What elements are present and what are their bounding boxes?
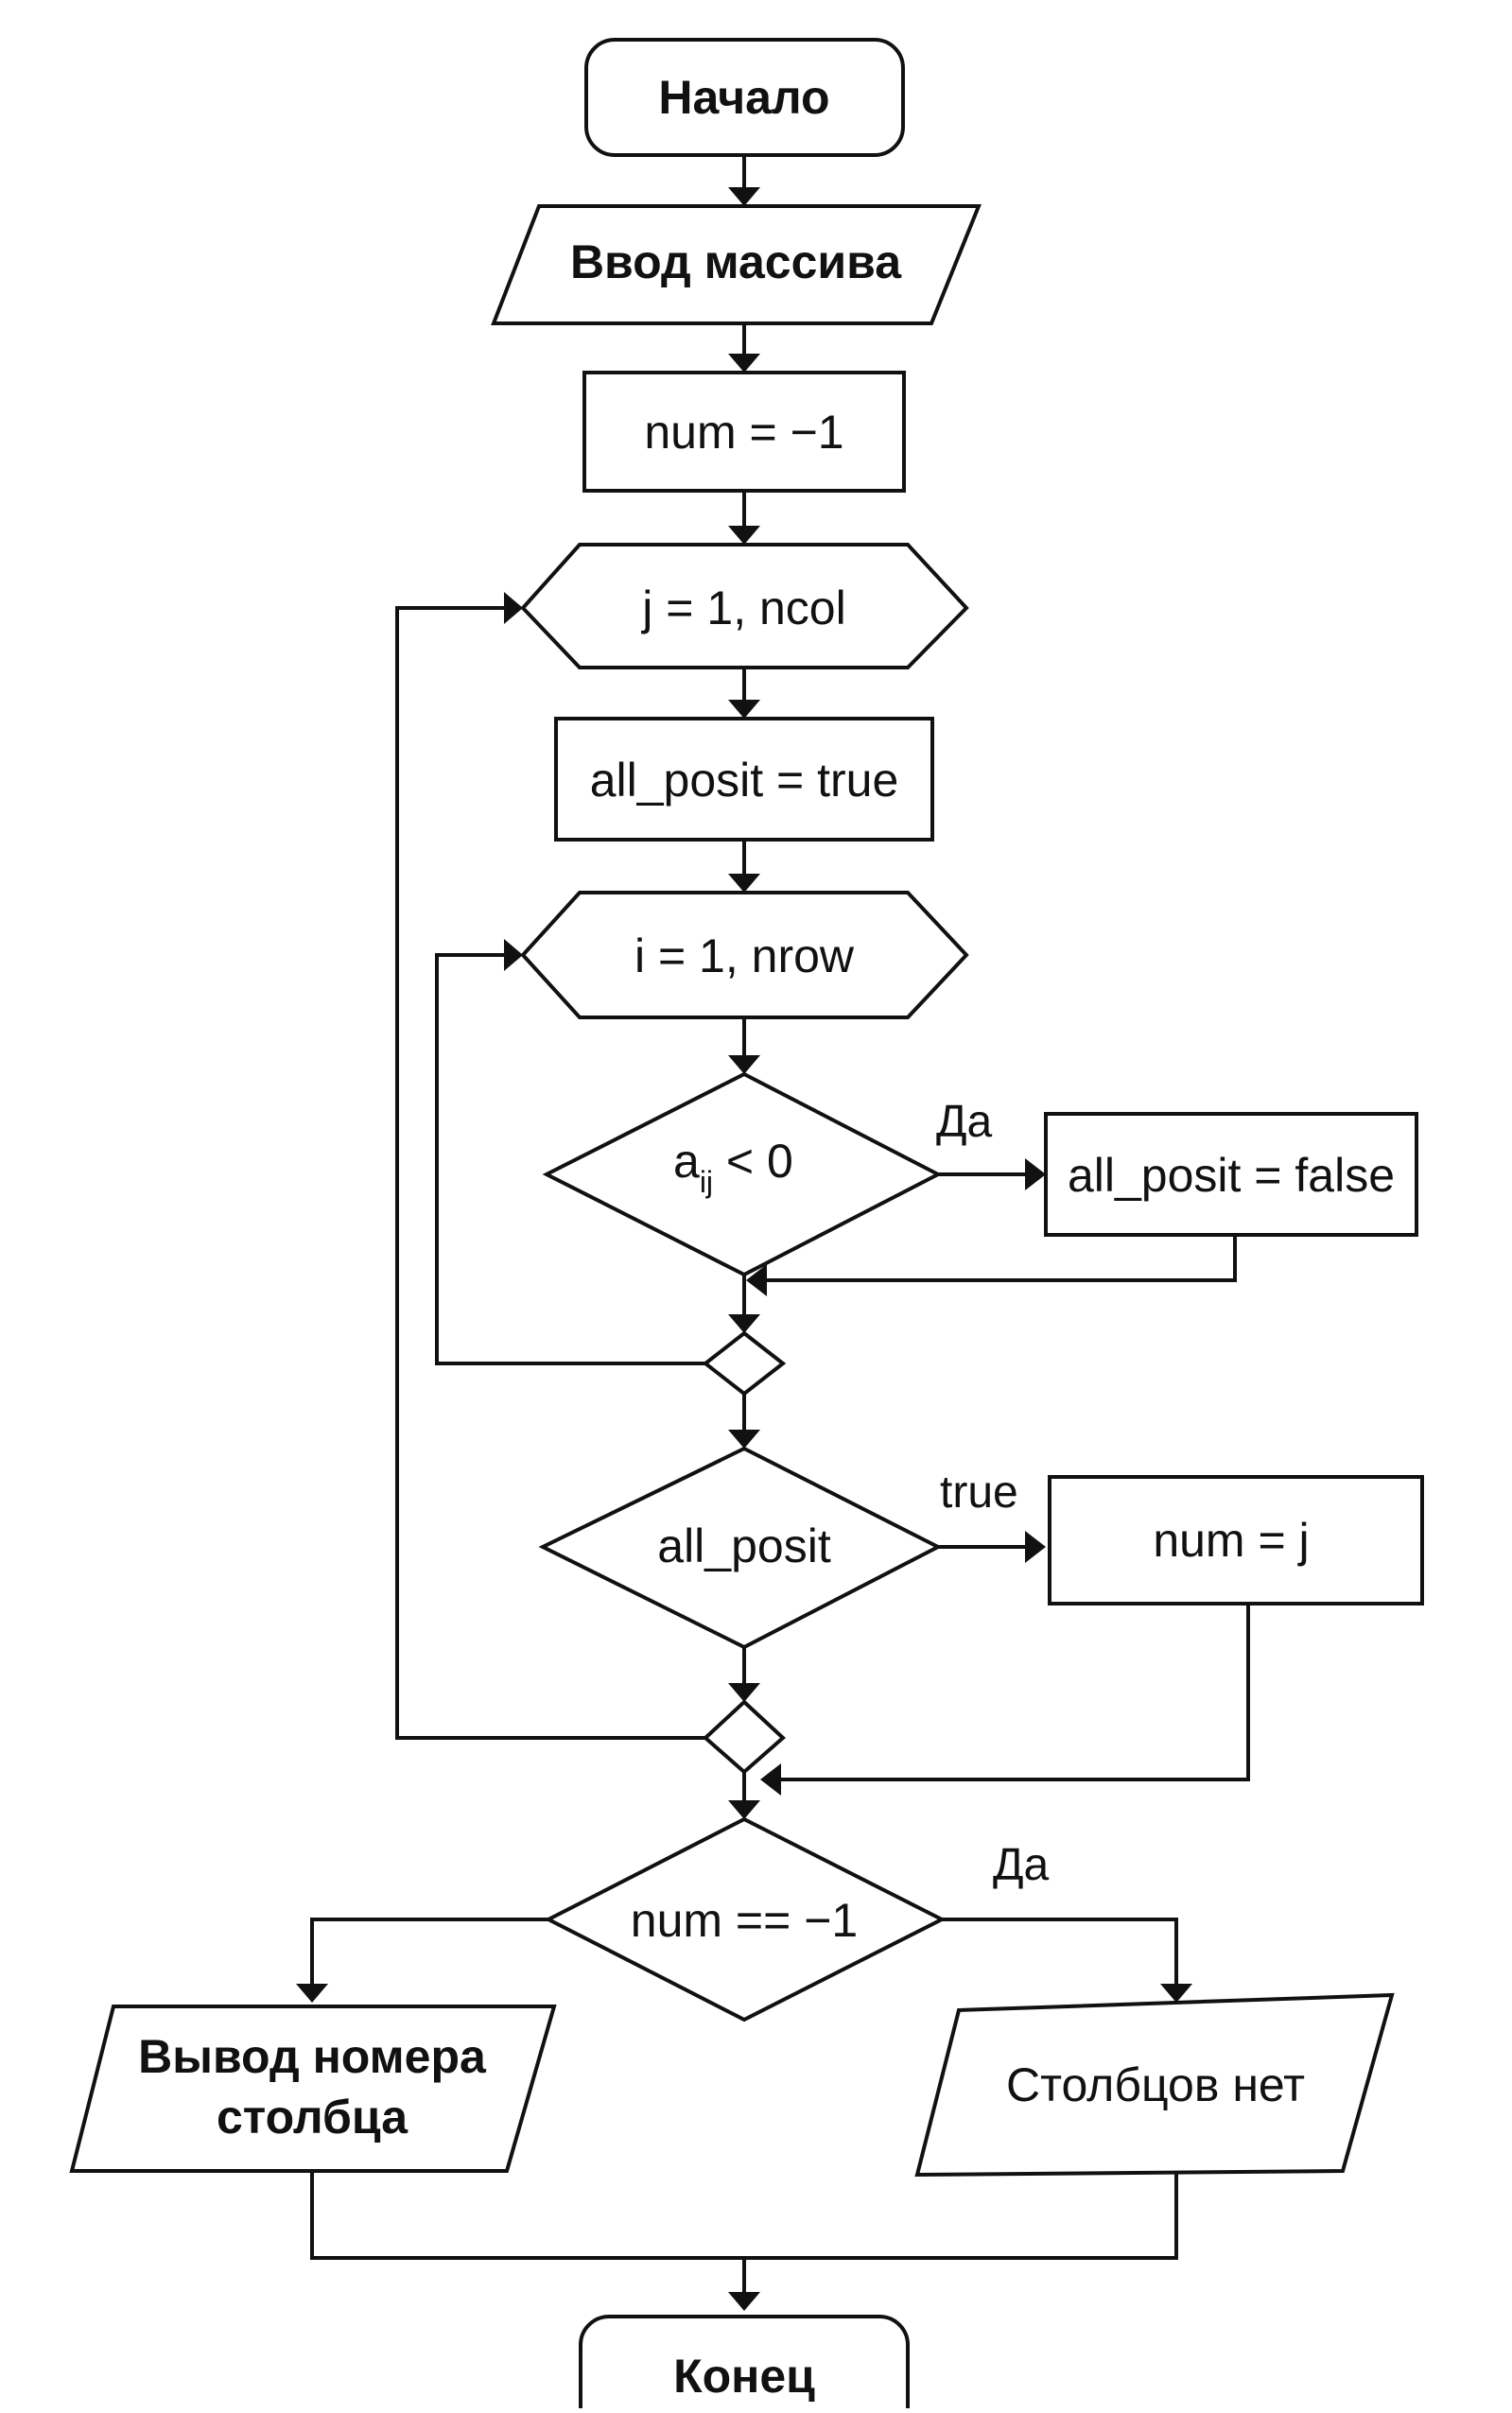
inner-loop-end-junction [702,1330,787,1397]
decision-none-yes-label: Да [993,1840,1050,1890]
loop-j-label: j = 1, ncol [640,582,845,634]
init-flag-block: all_posit = true [554,717,934,842]
set-num-label: num = j [1153,1514,1309,1567]
outer-loop-end-junction [703,1699,786,1775]
start-terminator: Начало [584,38,905,157]
output-none-label: Столбцов нет [1006,2058,1305,2111]
init-num-label: num = −1 [644,406,843,459]
decision-none: num == −1 [544,1816,947,2022]
decision-none-label: num == −1 [631,1894,858,1947]
output-none-block: Столбцов нет [914,1992,1395,2178]
end-label: Конец [673,2350,815,2403]
input-array-block: Ввод массива [491,204,982,325]
loop-i-block: i = 1, nrow [520,891,969,1019]
decision-posit-yes-label: true [940,1467,1018,1518]
input-array-label: Ввод массива [570,235,902,288]
loop-j-block: j = 1, ncol [520,543,969,669]
decision-posit-label: all_posit [657,1519,831,1572]
set-false-block: all_posit = false [1044,1112,1418,1237]
loop-i-label: i = 1, nrow [634,929,855,982]
decision-negative-label: aij < 0 [673,1135,793,1199]
decision-posit: all_posit [538,1446,943,1650]
output-column-label-line1: Вывод номера [138,2030,487,2083]
output-column-block: Вывод номера столбца [69,2005,557,2173]
set-false-label: all_posit = false [1068,1149,1395,1202]
start-label: Начало [658,71,829,124]
init-num-block: num = −1 [582,371,906,493]
set-num-block: num = j [1048,1475,1424,1606]
end-terminator: Конец [579,2315,910,2413]
decision-negative: aij < 0 [542,1071,943,1277]
decision-negative-yes-label: Да [936,1097,993,1147]
output-column-label-line2: столбца [217,2091,408,2144]
init-flag-label: all_posit = true [590,754,899,807]
